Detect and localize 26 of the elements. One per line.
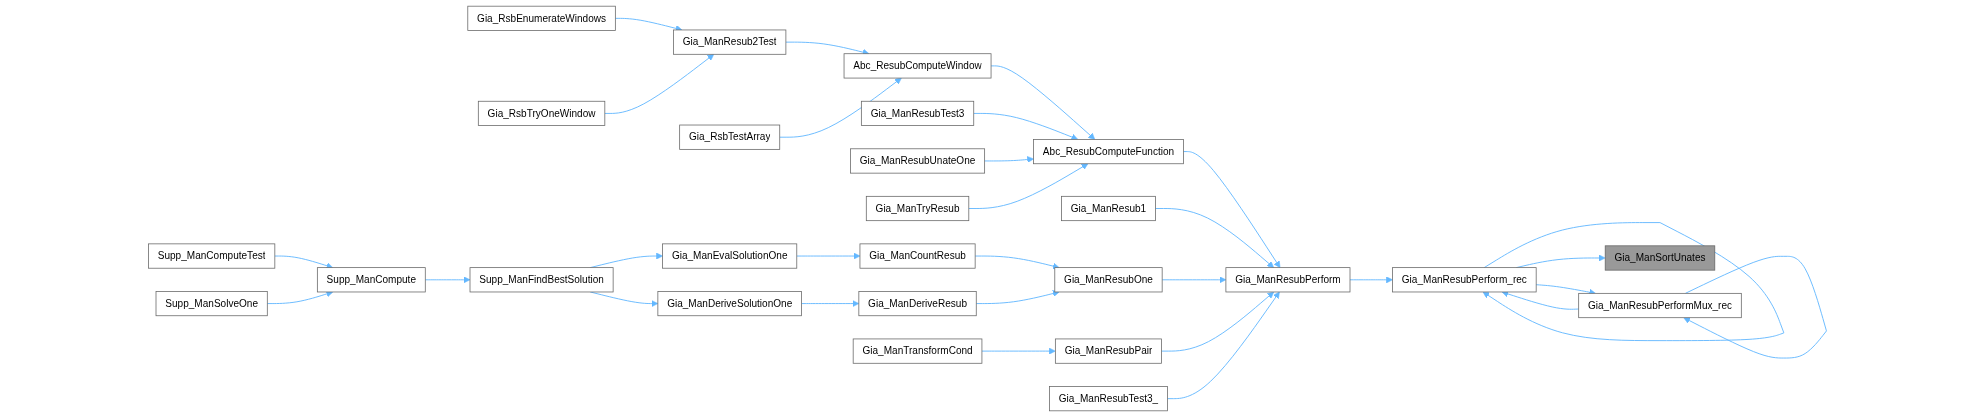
- node-box: Gia_ManTransformCond: [852, 338, 983, 364]
- node-box: Gia_RsbEnumerateWindows: [467, 5, 616, 31]
- node-box: Abc_ResubComputeFunction: [1033, 139, 1184, 165]
- node-box: Supp_ManFindBestSolution: [469, 267, 614, 293]
- node-box: Gia_ManDeriveSolutionOne: [657, 291, 802, 317]
- node-box: Gia_ManResubPair: [1054, 338, 1162, 364]
- node-box: Supp_ManSolveOne: [155, 291, 268, 317]
- node-box: Supp_ManCompute: [316, 267, 426, 293]
- node-box: Gia_ManDeriveResub: [858, 291, 977, 317]
- node-box: Gia_ManResubUnateOne: [850, 148, 986, 174]
- node-box: Gia_ManTryResub: [865, 195, 970, 222]
- node-box: Gia_RsbTestArray: [679, 124, 781, 150]
- node-box: Gia_ManResubPerformMux_rec: [1578, 292, 1742, 319]
- node-box: Gia_ManResubOne: [1054, 267, 1163, 293]
- node-box: Gia_ManResubPerform: [1225, 267, 1351, 293]
- node-box: Gia_ManResubTest3: [860, 100, 975, 126]
- node-box: Gia_ManEvalSolutionOne: [662, 243, 798, 269]
- node-box: Gia_RsbTryOneWindow: [477, 100, 606, 126]
- node-box: Gia_ManResubPerform_rec: [1392, 267, 1537, 293]
- node-box: Abc_ResubComputeWindow: [843, 53, 992, 79]
- node-box: Gia_ManResub1: [1061, 195, 1156, 222]
- node-box: Gia_ManResub2Test: [673, 29, 787, 55]
- node-box: Gia_ManCountResub: [859, 243, 976, 269]
- node-box: Supp_ManComputeTest: [148, 243, 276, 269]
- node-box: Gia_ManSortUnates: [1604, 245, 1716, 271]
- node-box: Gia_ManResubTest3_: [1049, 386, 1168, 412]
